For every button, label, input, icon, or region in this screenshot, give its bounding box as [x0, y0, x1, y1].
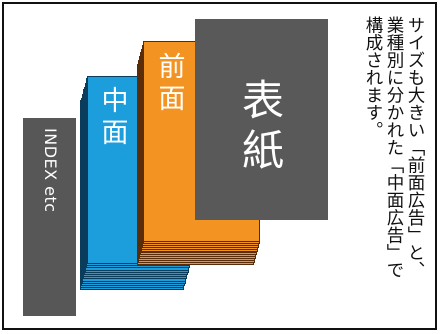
cover-label-char-2: 紙 [241, 126, 284, 175]
diagram-frame: INDEX etc 中 面 前 面 表 紙 サイズも大きい「前面広告」と、 業種… [2, 2, 437, 330]
front-label-char-1: 前 [158, 52, 186, 83]
description-line-1: サイズも大きい「前面広告」と、 [405, 16, 425, 279]
description-text: サイズも大きい「前面広告」と、 業種別に分かれた「中面広告」で 構成されます。 [362, 16, 425, 316]
middle-label-char-2: 面 [101, 118, 129, 149]
index-panel [23, 118, 76, 316]
index-label: INDEX etc [41, 128, 60, 213]
description-line-3: 構成されます。 [363, 16, 383, 139]
front-section-label: 前 面 [156, 52, 188, 116]
cover-label-char-1: 表 [241, 76, 284, 125]
cover-label: 表 紙 [239, 76, 287, 176]
description-line-2: 業種別に分かれた「中面広告」で [384, 16, 404, 279]
front-label-char-2: 面 [158, 84, 186, 115]
middle-label-char-1: 中 [101, 86, 129, 117]
middle-section-label: 中 面 [99, 86, 131, 150]
cover-panel [195, 19, 328, 220]
